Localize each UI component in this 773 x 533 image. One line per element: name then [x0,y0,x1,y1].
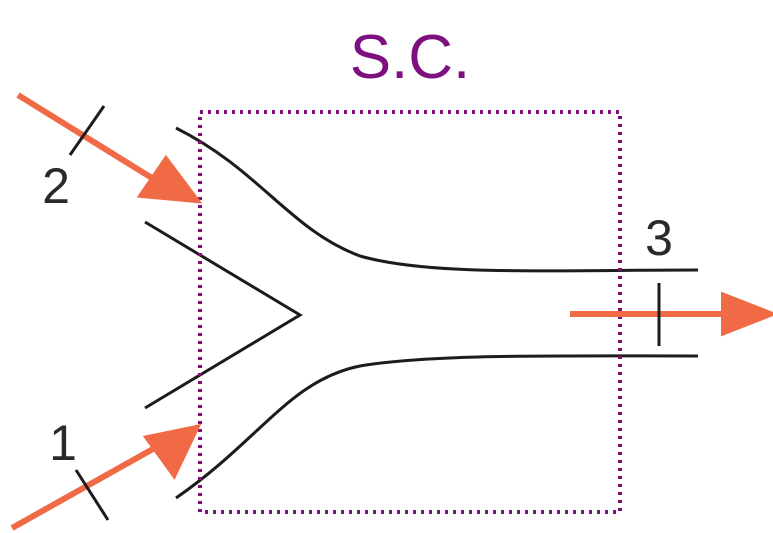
section-mark-2 [68,105,106,156]
inner-divider-wall [144,220,303,410]
upper-outer-wall [175,126,699,273]
control-surface-box [198,110,622,514]
outlet-3-arrow [570,291,773,337]
pipe-junction [144,126,699,500]
section-marks [68,105,661,521]
lower-outer-wall [175,354,699,500]
port-label-3: 3 [645,210,673,266]
port-label-2: 2 [42,158,70,214]
control-surface-title: S.C. [350,23,471,92]
section-mark-1 [74,469,110,521]
port-label-1: 1 [49,415,77,471]
flow-arrows [10,92,773,531]
inlet-2-arrow [16,92,203,204]
